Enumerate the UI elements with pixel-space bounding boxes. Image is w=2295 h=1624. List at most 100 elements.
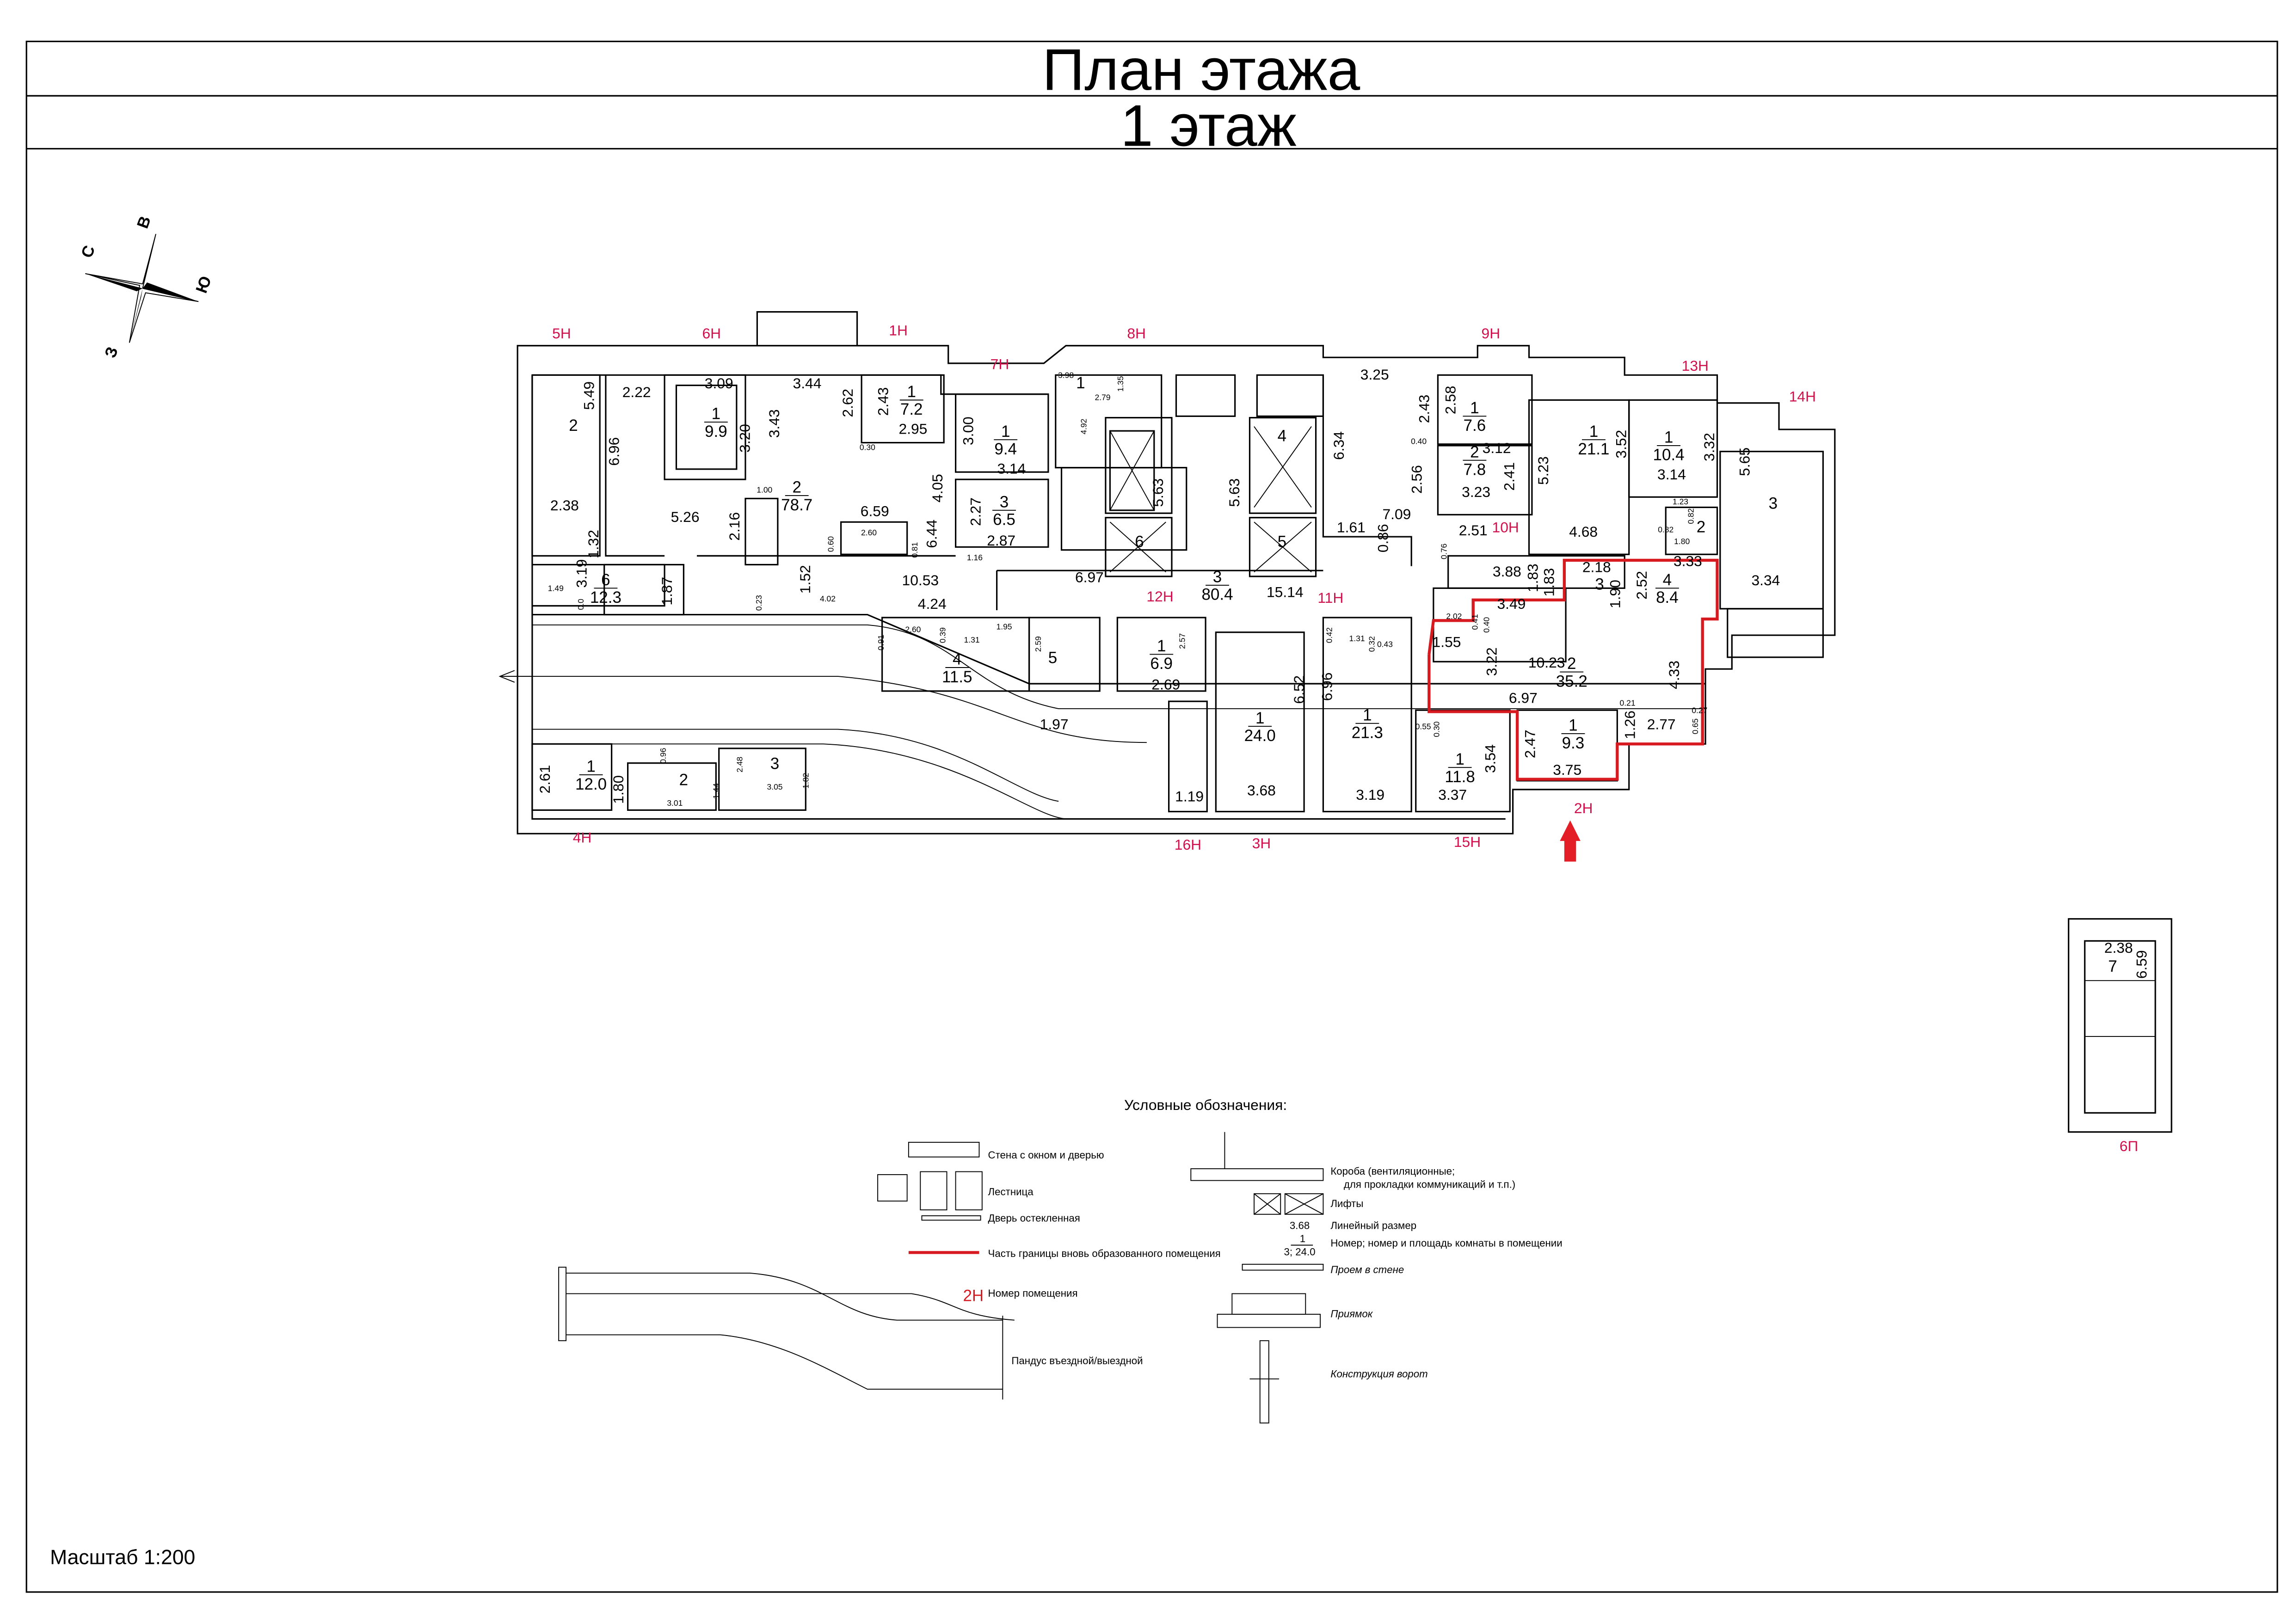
pit-icon	[1231, 1293, 1306, 1315]
room-area: 6.5	[993, 511, 1015, 529]
room-number: 5	[1048, 649, 1057, 667]
wall-window-door-icon	[908, 1141, 980, 1158]
compass-south: Ю	[192, 274, 215, 295]
premise-label: 6П	[2119, 1138, 2138, 1154]
room-number: 1	[907, 383, 916, 401]
building-walls	[498, 311, 2172, 1133]
dimension-label: 3.14	[997, 460, 1026, 477]
dimension-label: 0.96	[658, 748, 668, 764]
dimension-label: 0.82	[1658, 525, 1674, 534]
premise-label: 8Н	[1127, 325, 1146, 342]
room-number: 3	[1000, 493, 1009, 511]
room-number: 1	[1076, 374, 1085, 392]
dimension-label: 2.16	[726, 512, 743, 541]
room-area: 21.1	[1578, 440, 1609, 458]
room-number: 1	[1255, 709, 1264, 727]
dimension-label: 3.23	[1462, 484, 1490, 500]
dimension-label: 0.43	[1377, 640, 1393, 649]
room-number: 3	[1595, 576, 1604, 594]
stair-icon	[877, 1174, 908, 1202]
dimension-label: 0.40	[1411, 437, 1427, 446]
dimension-label: 4.02	[820, 594, 836, 603]
entrance-arrow-icon	[1560, 820, 1581, 862]
dimension-label: 3.12	[1483, 440, 1511, 456]
dimension-label: 0.81	[910, 542, 919, 558]
dimension-label: 2.59	[1034, 636, 1043, 652]
dimension-label: 0.21	[1620, 699, 1636, 708]
dimension-label: 1.26	[1621, 711, 1638, 739]
dimension-label: 10.23	[1528, 654, 1565, 671]
premise-label: 12Н	[1146, 588, 1173, 605]
dimension-label: 1.87	[658, 577, 675, 606]
premise-label: 16Н	[1175, 836, 1201, 853]
premise-label: 2Н	[1574, 800, 1593, 816]
legend-item: Часть границы вновь образованного помеще…	[988, 1248, 1221, 1259]
dimension-label: 0.86	[1374, 524, 1391, 552]
dimension-label: 3.98	[1058, 371, 1074, 380]
room-area: 9.9	[705, 423, 727, 441]
legend-item: Лифты	[1330, 1198, 1363, 1209]
dimension-label: 1.23	[1673, 497, 1688, 506]
dimension-label: 2.47	[1521, 729, 1538, 758]
dimension-label: 2.52	[1633, 571, 1650, 600]
dimension-label: 2.58	[1442, 386, 1459, 414]
room-number: 3	[770, 754, 779, 772]
dimension-label: 0.32	[1367, 636, 1377, 652]
dimension-label: 2.02	[1446, 612, 1462, 621]
dimension-label: 1.90	[1607, 580, 1624, 608]
room-number: 1	[586, 758, 595, 776]
dimension-label: 6.96	[1319, 672, 1335, 701]
room-number: 2	[792, 478, 801, 496]
dimension-label: 0.65	[1691, 718, 1700, 734]
dimension-label: 3.88	[1493, 563, 1521, 580]
premise-label: 9Н	[1482, 325, 1501, 342]
legend-item: Приямок	[1330, 1308, 1373, 1319]
duct-icon	[1190, 1168, 1324, 1181]
dimension-label: 2.57	[1178, 633, 1187, 649]
legend-item: Стена с окном и дверью	[988, 1149, 1104, 1161]
dimension-label: 6.52	[1291, 675, 1307, 704]
dimension-label: 2.43	[1415, 395, 1432, 423]
room-area: 78.7	[781, 496, 812, 514]
dimension-label: 3.75	[1553, 761, 1581, 778]
dimension-label: 0.42	[1325, 627, 1334, 643]
dimension-label: 0.30	[860, 442, 875, 452]
room-area: 7.8	[1464, 461, 1486, 479]
legend-item: Конструкция ворот	[1330, 1368, 1427, 1380]
dimension-label: 15.14	[1267, 583, 1304, 600]
dimension-label: 3.43	[766, 409, 782, 438]
dimension-label: 3.68	[1247, 782, 1276, 799]
dimension-label: 2.61	[536, 765, 553, 794]
room-number: 4	[953, 650, 961, 668]
room-number: 1	[1157, 637, 1166, 655]
legend-item: Дверь остекленная	[988, 1213, 1080, 1224]
dimension-label: 5.49	[580, 381, 597, 410]
dimension-label: 2.38	[550, 497, 579, 514]
room-number: 4	[1663, 571, 1672, 589]
room-area: 11.5	[942, 668, 972, 686]
room-number: 7	[2108, 957, 2117, 975]
new-premise-boundary	[1427, 558, 1719, 781]
premise-label: 15Н	[1454, 833, 1481, 850]
room-number: 1	[1569, 717, 1577, 735]
elevator-icon	[1254, 1193, 1281, 1215]
dimension-label: 4.33	[1666, 661, 1682, 689]
dimension-label: 0.30	[1432, 721, 1441, 737]
dimension-label: 2.56	[1408, 465, 1425, 494]
room-area: 10.4	[1653, 446, 1685, 464]
dimension-label: 5.63	[1150, 478, 1166, 507]
dimension-label: 5.26	[671, 509, 700, 525]
room-area: 12.0	[575, 775, 607, 793]
dimension-label: 2.60	[861, 528, 877, 537]
page-title: План этажа	[1042, 37, 1360, 103]
room-number: 5	[1278, 533, 1286, 551]
dimension-label: 2.41	[1501, 462, 1518, 491]
dimension-label: 0.0	[576, 599, 585, 610]
dimension-label: 2.60	[905, 625, 921, 634]
room-area: 11.8	[1445, 768, 1475, 786]
premise-label: 14Н	[1789, 388, 1816, 405]
dimension-label: 6.44	[923, 520, 940, 548]
dimension-label: 2.87	[987, 532, 1015, 549]
dimension-label: 1.00	[757, 485, 772, 495]
